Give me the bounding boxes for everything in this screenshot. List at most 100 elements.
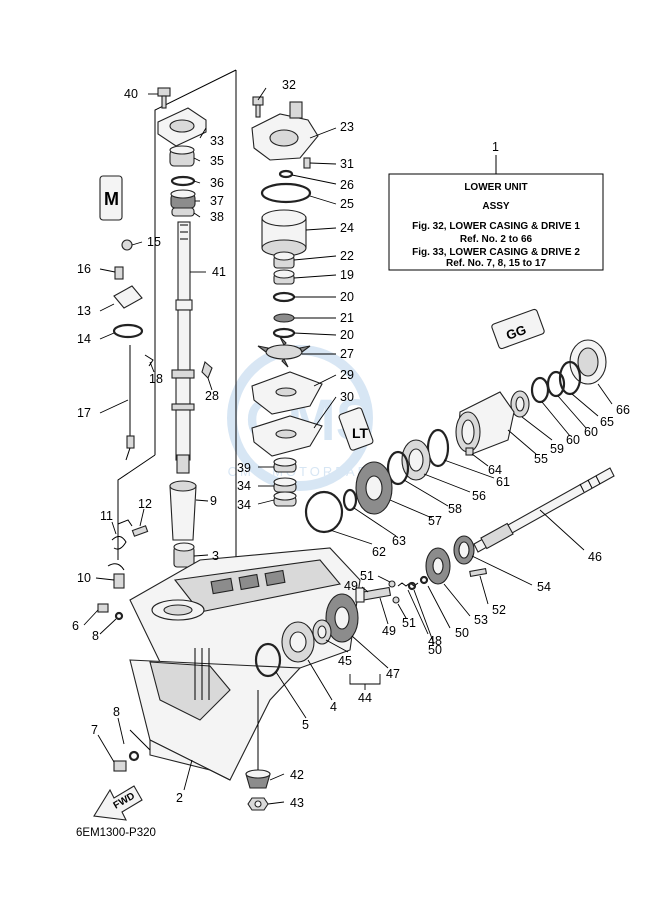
callout-62: 62 <box>372 545 386 559</box>
callout-25: 25 <box>340 197 354 211</box>
part-52-pin <box>469 568 488 577</box>
part-9-sleeve <box>169 480 197 541</box>
callout-42: 42 <box>290 768 304 782</box>
callout-5: 5 <box>302 718 309 732</box>
watermark-text: CMS MOTORPARTS <box>228 464 393 479</box>
assembly-box: 1 LOWER UNIT ASSY Fig. 32, LOWER CASING … <box>388 140 604 271</box>
assembly-ref-number: 1 <box>492 140 499 154</box>
callout-13: 13 <box>77 304 91 318</box>
part-55-bearing-housing <box>455 391 515 455</box>
part-20a-washer <box>272 291 296 303</box>
part-46-propeller-shaft <box>473 467 615 553</box>
part-24-insert-cartridge <box>261 209 307 257</box>
diagram-code: 6EM1300-P320 <box>76 827 156 839</box>
part-45-bearing <box>312 619 332 645</box>
part-36-ring <box>170 175 196 187</box>
part-31-pin <box>303 157 311 169</box>
assembly-line-2: Ref. No. 2 to 66 <box>460 234 533 245</box>
callout-8a: 8 <box>92 629 99 643</box>
callout-55: 55 <box>534 452 548 466</box>
callout-39: 39 <box>237 461 251 475</box>
callout-51a: 51 <box>360 569 374 583</box>
callout-19: 19 <box>340 268 354 282</box>
callout-21: 21 <box>340 311 354 325</box>
part-22-seal <box>273 251 295 269</box>
callout-60a: 60 <box>584 425 598 439</box>
callout-34a: 34 <box>237 479 251 493</box>
part-43-nut <box>247 797 269 811</box>
callout-14: 14 <box>77 332 91 346</box>
callout-58: 58 <box>448 502 462 516</box>
callout-50b: 50 <box>428 643 442 657</box>
callout-20a: 20 <box>340 290 354 304</box>
callout-37: 37 <box>210 194 224 208</box>
callout-50a: 50 <box>455 626 469 640</box>
callout-57: 57 <box>428 514 442 528</box>
callout-66: 66 <box>616 403 630 417</box>
callout-18: 18 <box>149 372 163 386</box>
callout-33: 33 <box>210 134 224 148</box>
part-66-cap <box>569 339 607 385</box>
part-2-lower-casing <box>129 547 361 781</box>
part-12-pin <box>131 525 149 537</box>
svg-text:LT: LT <box>352 425 369 441</box>
part-61-oring <box>426 428 450 468</box>
part-11-clip <box>111 519 133 550</box>
part-49-plunger <box>355 586 392 603</box>
sealant-sign: LT <box>338 407 374 451</box>
assembly-line-3: Fig. 33, LOWER CASING & DRIVE 2 <box>412 247 580 258</box>
callout-49a: 49 <box>344 579 358 593</box>
callout-22: 22 <box>340 249 354 263</box>
callout-numbers: 40 32 33 23 35 31 36 26 37 25 38 24 15 2… <box>72 78 630 810</box>
callout-51b: 51 <box>402 616 416 630</box>
callout-63: 63 <box>392 534 406 548</box>
part-4-bearing <box>281 621 315 663</box>
assembly-subtitle: ASSY <box>482 201 510 212</box>
part-64-pin <box>465 447 474 456</box>
part-58-shim <box>386 450 410 486</box>
callout-12: 12 <box>138 497 152 511</box>
part-25-oring <box>260 182 312 204</box>
svg-text:M: M <box>104 189 119 209</box>
leader-lines <box>83 87 613 805</box>
part-38-seal <box>171 207 195 217</box>
part-37-seal <box>170 189 196 209</box>
callout-11: 11 <box>100 509 113 523</box>
callout-27: 27 <box>340 347 354 361</box>
part-23-pump-housing <box>251 101 319 161</box>
callout-40: 40 <box>124 87 138 101</box>
part-65-ring <box>558 360 582 396</box>
callout-10: 10 <box>77 571 91 585</box>
part-21-key <box>273 313 295 323</box>
part-32-bolt <box>252 96 264 118</box>
part-30-gasket <box>251 415 323 457</box>
grease-sign: GG <box>491 308 545 350</box>
callout-2: 2 <box>176 791 183 805</box>
callout-46: 46 <box>588 550 602 564</box>
part-19-seal <box>273 269 295 285</box>
callout-61: 61 <box>496 475 510 489</box>
assembly-title: LOWER UNIT <box>464 182 527 193</box>
callout-31: 31 <box>340 157 354 171</box>
callout-26: 26 <box>340 178 354 192</box>
callout-41: 41 <box>212 265 226 279</box>
part-8b-washer <box>128 750 140 762</box>
callout-56: 56 <box>472 489 486 503</box>
callout-6: 6 <box>72 619 79 633</box>
part-50a-ring <box>419 575 429 585</box>
part-33-housing <box>157 107 207 147</box>
callout-3: 3 <box>212 549 219 563</box>
callout-32: 32 <box>282 78 296 92</box>
callout-36: 36 <box>210 176 224 190</box>
callout-59: 59 <box>550 442 564 456</box>
part-26-oring <box>278 169 294 179</box>
callout-20b: 20 <box>340 328 354 342</box>
callout-45: 45 <box>338 654 352 668</box>
callout-35: 35 <box>210 154 224 168</box>
part-62-ring <box>304 490 344 534</box>
svg-text:GG: GG <box>504 322 528 343</box>
callout-49b: 49 <box>382 624 396 638</box>
callout-47: 47 <box>386 667 400 681</box>
callout-8b: 8 <box>113 705 120 719</box>
callout-48: 48 <box>428 634 442 648</box>
